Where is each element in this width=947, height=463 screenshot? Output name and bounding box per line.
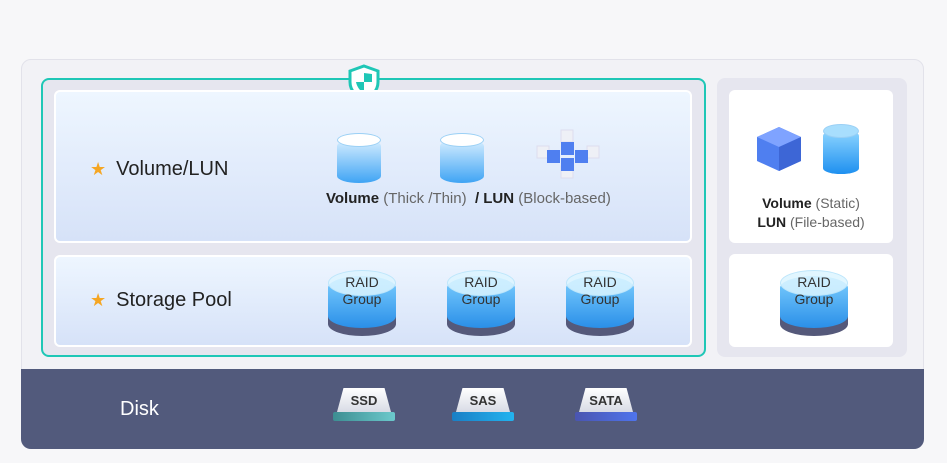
volume-thin-icon — [440, 133, 484, 183]
ssd-drive-icon: SSD — [333, 388, 395, 422]
lun-blocks-icon — [536, 129, 600, 179]
volume-caption: Volume (Thick /Thin) / LUN (Block-based) — [326, 190, 611, 207]
star-icon: ★ — [90, 159, 107, 179]
volume-lun-label: ★ Volume/LUN — [90, 158, 228, 181]
static-volume-card — [729, 90, 893, 243]
static-caption: Volume (Static)LUN (File-based) — [757, 195, 865, 230]
cube-icon — [757, 127, 801, 171]
sata-drive-icon: SATA — [575, 388, 637, 422]
star-icon: ★ — [90, 290, 107, 310]
layer-label: Volume/LUN — [116, 158, 229, 180]
sas-drive-icon: SAS — [452, 388, 514, 422]
disk-label: Disk — [120, 398, 159, 420]
storage-pool-label: ★ Storage Pool — [90, 289, 232, 312]
volume-thick-icon — [337, 133, 381, 183]
volume-static-icon — [823, 124, 859, 174]
layer-label: Storage Pool — [116, 289, 232, 311]
